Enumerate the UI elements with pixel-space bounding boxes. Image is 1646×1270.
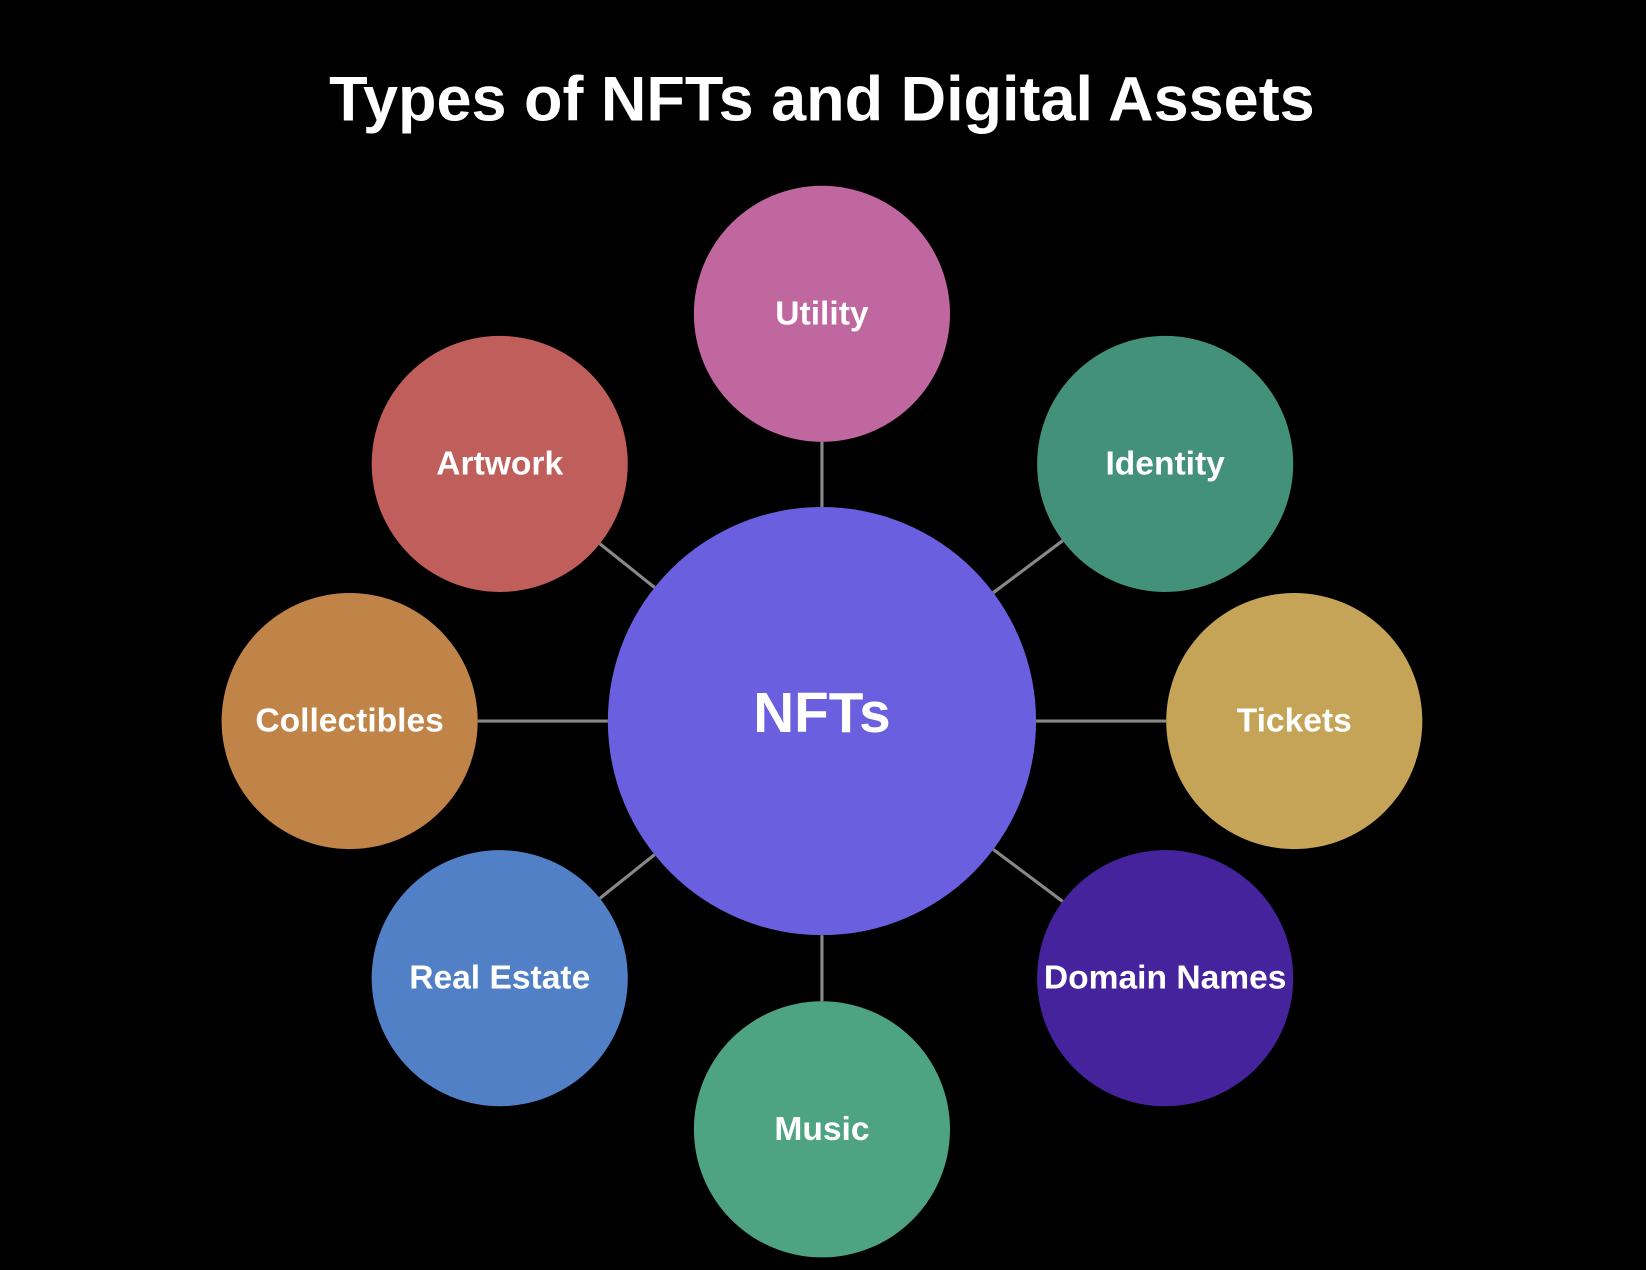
center-node-label: NFTs [753, 682, 890, 745]
node-circle [221, 593, 478, 850]
node-circle [371, 335, 628, 592]
node-circle [1037, 850, 1294, 1107]
node-label: Artwork [436, 445, 563, 482]
center-node [607, 506, 1037, 936]
link-line [992, 539, 1064, 594]
node-label: Utility [775, 295, 869, 332]
node-circle [693, 185, 950, 442]
node-circle [1037, 335, 1294, 592]
diagram-title: Types of NFTs and Digital Assets [329, 65, 1315, 135]
node-label: Domain Names [1044, 960, 1287, 997]
node-circle [371, 850, 628, 1107]
node-label: Collectibles [255, 703, 443, 740]
node-label: Identity [1105, 445, 1225, 482]
node-label: Real Estate [409, 960, 590, 997]
link-line [992, 848, 1064, 903]
node-circle [693, 1001, 950, 1258]
link-line [598, 542, 656, 589]
node-label: Music [774, 1111, 869, 1148]
node-label: Tickets [1237, 703, 1352, 740]
node-circle [1166, 593, 1423, 850]
link-line [598, 853, 656, 900]
